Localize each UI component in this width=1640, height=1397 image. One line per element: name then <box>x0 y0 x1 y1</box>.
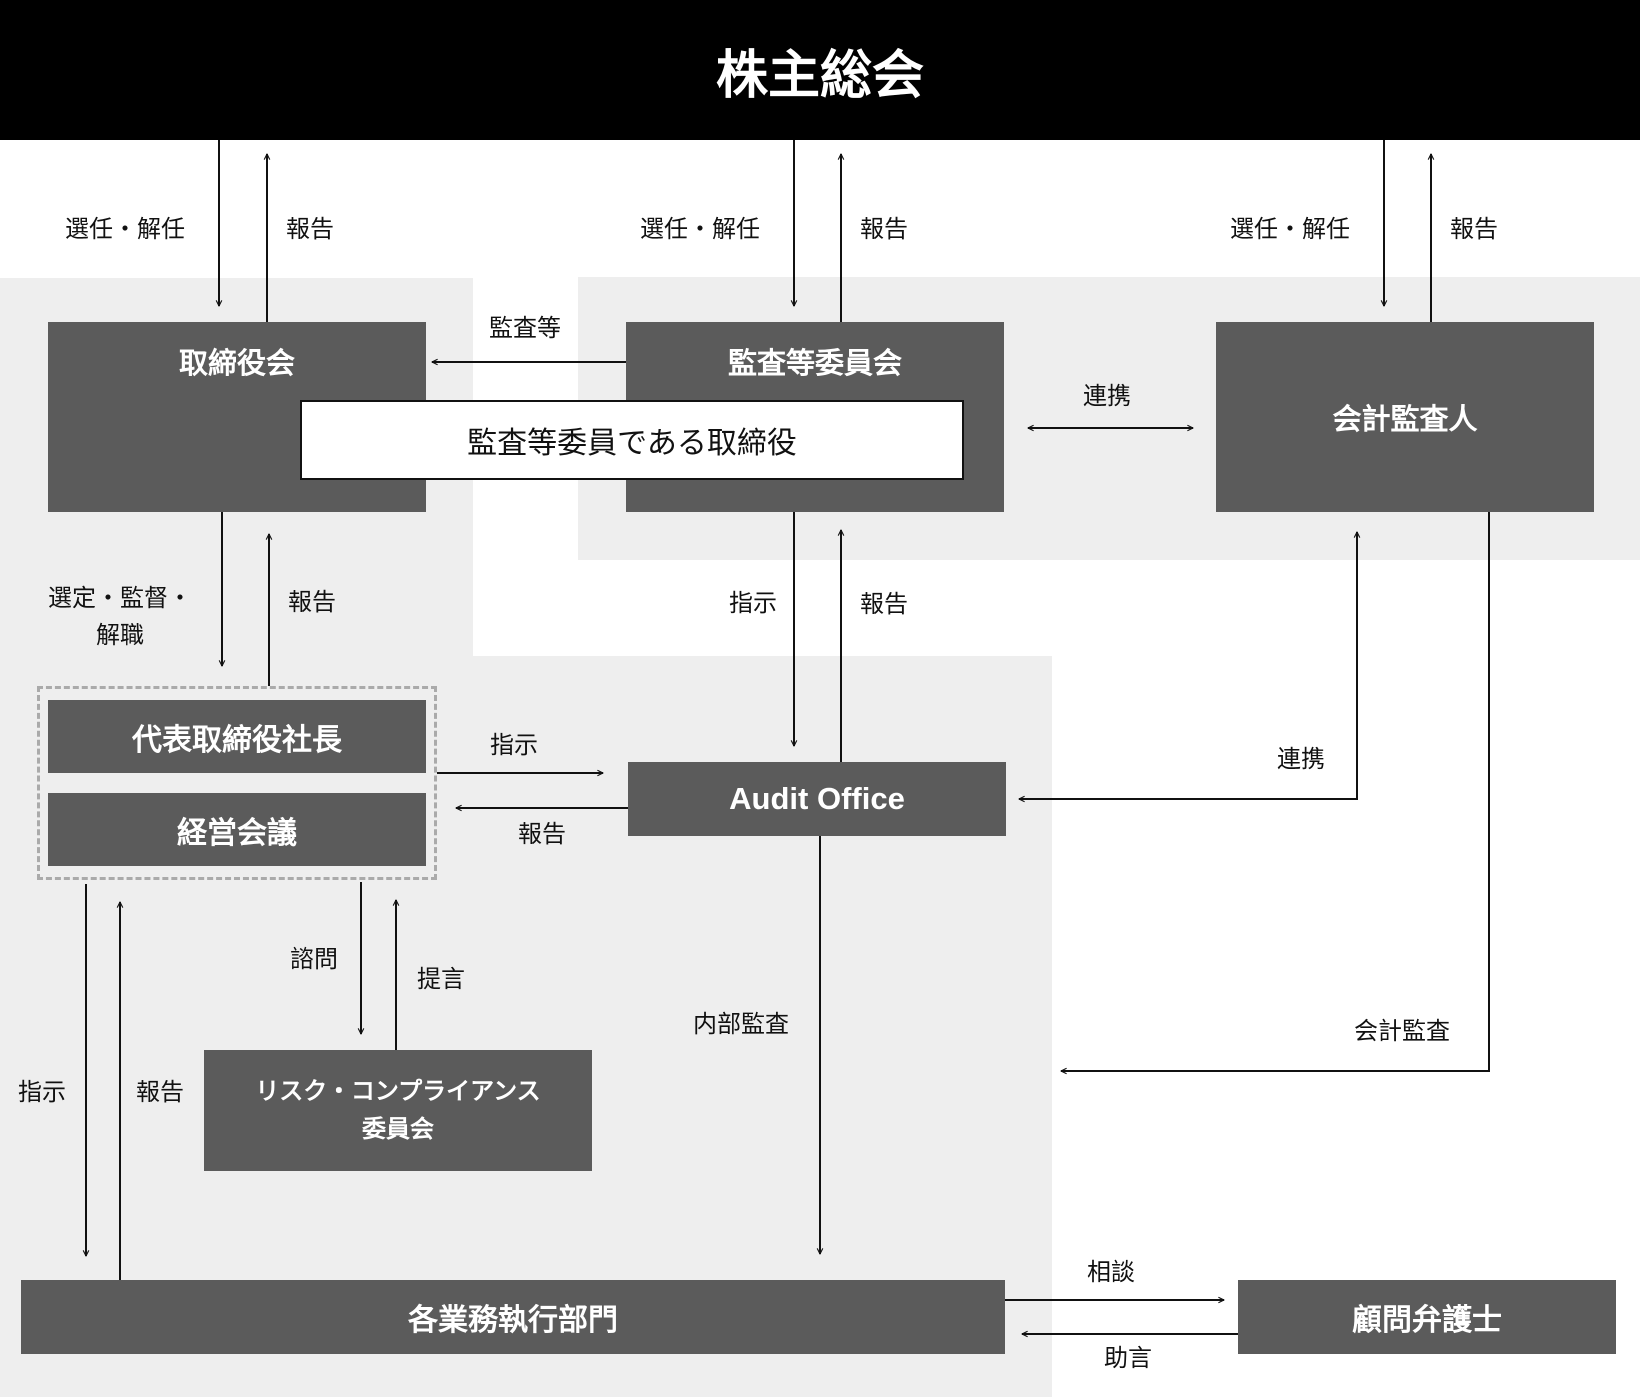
arrow-accounting-audit <box>1061 512 1490 1071</box>
label-instruct-1: 指示 <box>729 589 777 617</box>
risk-committee-label-line2: 委員会 <box>362 1114 434 1143</box>
president-box: 代表取締役社長 <box>48 700 426 773</box>
label-report-6: 報告 <box>518 820 566 848</box>
label-select-supervise-line1: 選定・監督・ <box>48 584 192 612</box>
label-report-2: 報告 <box>860 215 908 243</box>
business-divisions-label: 各業務執行部門 <box>408 1303 618 1338</box>
label-proposal: 提言 <box>417 965 465 993</box>
accounting-auditor-box: 会計監査人 <box>1216 322 1594 512</box>
executive-group-frame <box>37 686 437 880</box>
label-cooperation-2: 連携 <box>1277 745 1325 773</box>
audit-director-label: 監査等委員である取締役 <box>467 426 797 461</box>
label-report-4: 報告 <box>288 588 336 616</box>
label-elect-dismiss-3: 選任・解任 <box>1230 215 1350 243</box>
audit-office-box: Audit Office <box>628 762 1006 836</box>
shareholders-meeting-label: 株主総会 <box>715 45 924 106</box>
label-inquiry: 諮問 <box>290 945 338 973</box>
label-report-5: 報告 <box>860 590 908 618</box>
label-internal-audit: 内部監査 <box>693 1010 789 1038</box>
accounting-auditor-label: 会計監査人 <box>1332 402 1478 436</box>
label-report-1: 報告 <box>286 215 334 243</box>
audit-director-box: 監査等委員である取締役 <box>300 400 964 480</box>
label-select-supervise-line2: 解職 <box>96 621 144 650</box>
label-instruct-3: 指示 <box>18 1078 66 1106</box>
label-instruct-2: 指示 <box>490 731 538 759</box>
risk-committee-box: リスク・コンプライアンス 委員会 <box>204 1050 592 1171</box>
management-meeting-box: 経営会議 <box>48 793 426 866</box>
label-elect-dismiss-2: 選任・解任 <box>640 215 760 243</box>
president-label: 代表取締役社長 <box>132 722 342 758</box>
label-report-7: 報告 <box>136 1078 184 1106</box>
legal-counsel-label: 顧問弁護士 <box>1352 1303 1502 1338</box>
shareholders-meeting-box: 株主総会 <box>0 0 1640 140</box>
label-cooperation-1: 連携 <box>1083 382 1131 410</box>
audit-committee-label: 監査等委員会 <box>727 346 902 380</box>
legal-counsel-box: 顧問弁護士 <box>1238 1280 1616 1354</box>
arrow-cooperation-office <box>1019 532 1357 799</box>
audit-office-label: Audit Office <box>729 781 905 816</box>
risk-committee-label-line1: リスク・コンプライアンス <box>255 1077 541 1106</box>
label-accounting-audit: 会計監査 <box>1354 1017 1450 1045</box>
label-advice: 助言 <box>1104 1344 1152 1372</box>
label-audit-etc: 監査等 <box>489 314 561 342</box>
label-select-supervise: 選定・監督・ 解職 <box>48 580 192 654</box>
label-report-3: 報告 <box>1450 215 1498 243</box>
board-label: 取締役会 <box>178 346 295 380</box>
management-meeting-label: 経営会議 <box>177 815 297 851</box>
label-elect-dismiss-1: 選任・解任 <box>65 215 185 243</box>
business-divisions-box: 各業務執行部門 <box>21 1280 1005 1354</box>
label-consult: 相談 <box>1087 1258 1135 1286</box>
